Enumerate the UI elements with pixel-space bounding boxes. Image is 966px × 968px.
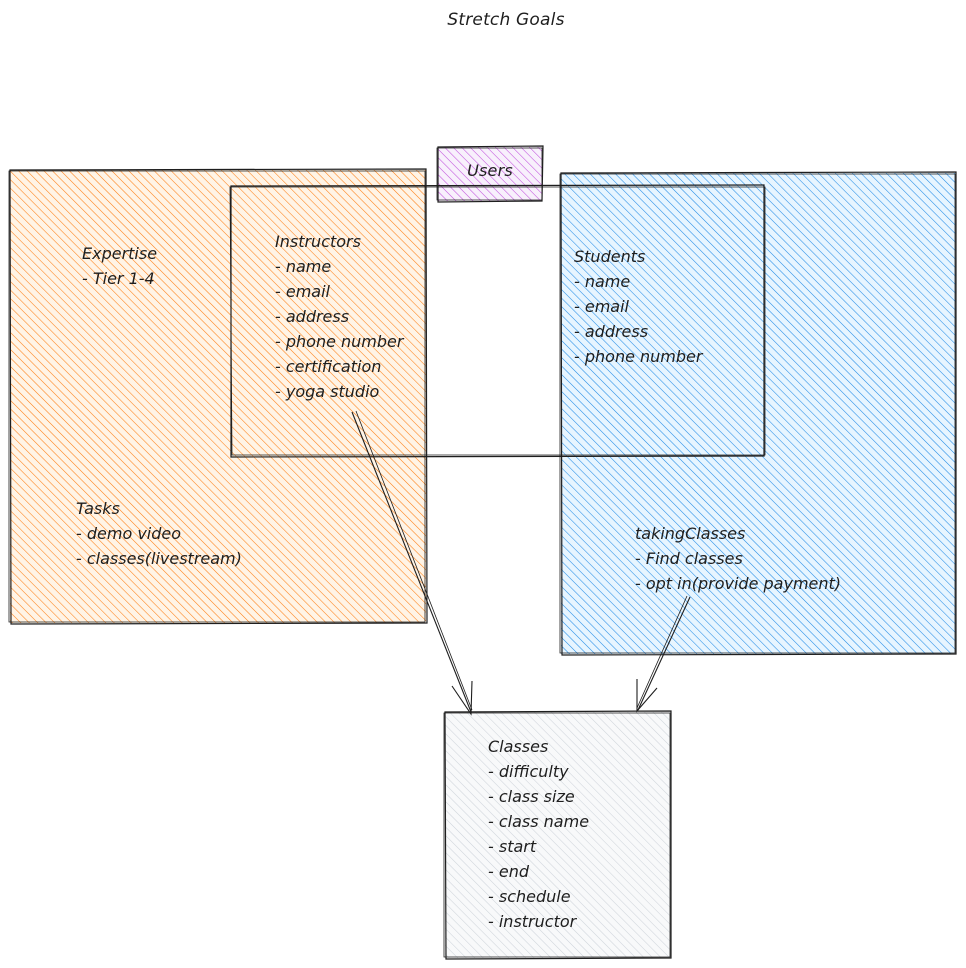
list-item: address (275, 304, 403, 329)
list-item: difficulty (488, 759, 589, 784)
list-item: start (488, 834, 589, 859)
students-block: Students name email address phone number (574, 244, 702, 369)
list-item: demo video (76, 521, 242, 546)
list-item: yoga studio (275, 379, 403, 404)
diagram-title: Stretch Goals (447, 10, 565, 30)
list-item: certification (275, 354, 403, 379)
instructors-heading: Instructors (275, 232, 361, 251)
list-item: phone number (275, 329, 404, 354)
taking-classes-list: Find classes opt in(provide payment) (635, 546, 841, 596)
list-item: name (275, 254, 403, 279)
instructors-list: name email address phone number certific… (275, 254, 404, 404)
expertise-block: Expertise Tier 1-4 (82, 241, 157, 291)
users-outline (229, 184, 766, 458)
students-heading: Students (574, 247, 646, 266)
expertise-list: Tier 1-4 (82, 266, 157, 291)
list-item: address (574, 319, 702, 344)
list-item: opt in(provide payment) (635, 571, 841, 596)
expertise-heading: Expertise (82, 244, 158, 263)
taking-classes-heading: takingClasses (635, 524, 746, 543)
students-list: name email address phone number (574, 269, 703, 369)
users-label: Users (467, 161, 513, 180)
instructors-block: Instructors name email address phone num… (275, 229, 403, 404)
arrow-instructors-to-classes (351, 410, 473, 716)
list-item: end (488, 859, 589, 884)
list-item: email (574, 294, 702, 319)
list-item: phone number (574, 344, 703, 369)
classes-heading: Classes (488, 737, 549, 756)
list-item: Find classes (635, 546, 841, 571)
list-item: email (275, 279, 403, 304)
list-item: Tier 1-4 (82, 266, 157, 291)
tasks-heading: Tasks (76, 499, 120, 518)
taking-classes-block: takingClasses Find classes opt in(provid… (635, 521, 841, 596)
list-item: instructor (488, 909, 589, 934)
classes-block: Classes difficulty class size class name… (488, 734, 589, 934)
list-item: name (574, 269, 702, 294)
classes-list: difficulty class size class name start e… (488, 759, 589, 934)
tasks-list: demo video classes(livestream) (76, 521, 242, 571)
users-box (436, 145, 544, 203)
arrow-taking-classes-to-classes (636, 595, 691, 713)
list-item: class name (488, 809, 589, 834)
list-item: class size (488, 784, 589, 809)
list-item: schedule (488, 884, 589, 909)
tasks-block: Tasks demo video classes(livestream) (76, 496, 242, 571)
list-item: classes(livestream) (76, 546, 242, 571)
